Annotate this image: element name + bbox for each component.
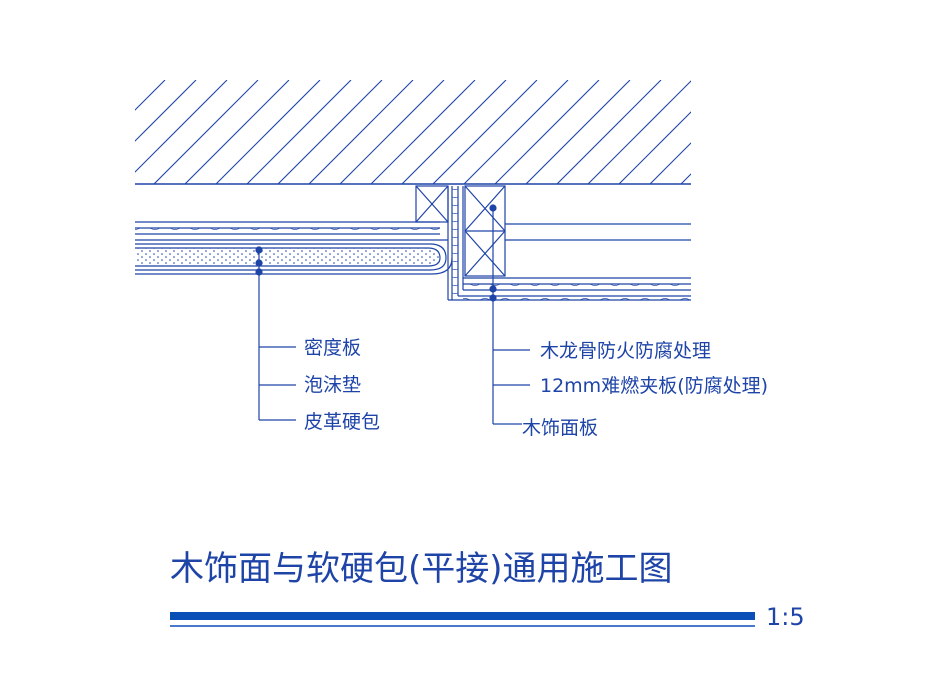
- hatch-line: [339, 80, 445, 184]
- wood-keel-left: [415, 185, 449, 223]
- hatch-line: [370, 80, 476, 184]
- hatch-line: [743, 80, 847, 184]
- wood-veneer-assembly: [448, 223, 691, 301]
- hatch-line: [618, 111, 691, 184]
- wall-hatch: [30, 80, 878, 184]
- label-foam-pad: 泡沫垫: [304, 374, 361, 396]
- hatch-line: [556, 80, 662, 184]
- hatch-line: [30, 80, 134, 184]
- label-wood-keel: 木龙骨防火防腐处理: [540, 340, 711, 362]
- label-wood-veneer: 木饰面板: [522, 417, 598, 439]
- joint-layers: [447, 186, 464, 300]
- hatch-line: [712, 80, 816, 184]
- hatch-line: [401, 80, 507, 184]
- hatch-line: [135, 80, 197, 142]
- hatch-line: [649, 142, 691, 184]
- wood-keel-right: [464, 185, 506, 277]
- hatch-line: [215, 80, 321, 184]
- hatch-line: [525, 80, 631, 184]
- label-leather-panel: 皮革硬包: [304, 411, 380, 433]
- leader-right: [489, 204, 530, 425]
- hatch-line: [463, 80, 569, 184]
- drawing-scale: 1:5: [766, 603, 805, 631]
- hatch-line: [680, 173, 691, 184]
- leather-panel-assembly: [135, 221, 453, 275]
- hatch-line: [184, 80, 290, 184]
- hatch-line: [135, 80, 228, 173]
- hatch-line: [432, 80, 538, 184]
- hatch-line: [246, 80, 352, 184]
- leader-left: [255, 246, 296, 421]
- drawing-title: 木饰面与软硬包(平接)通用施工图: [170, 549, 673, 589]
- hatch-line: [587, 80, 691, 184]
- hatch-line: [135, 80, 166, 111]
- hatch-line: [774, 80, 878, 184]
- hatch-line: [308, 80, 414, 184]
- hatch-line: [153, 80, 259, 184]
- label-plywood: 12mm难燃夹板(防腐处理): [540, 375, 768, 397]
- label-density-board: 密度板: [304, 337, 361, 359]
- title-underline-thick: [170, 612, 755, 620]
- hatch-line: [494, 80, 600, 184]
- hatch-line: [277, 80, 383, 184]
